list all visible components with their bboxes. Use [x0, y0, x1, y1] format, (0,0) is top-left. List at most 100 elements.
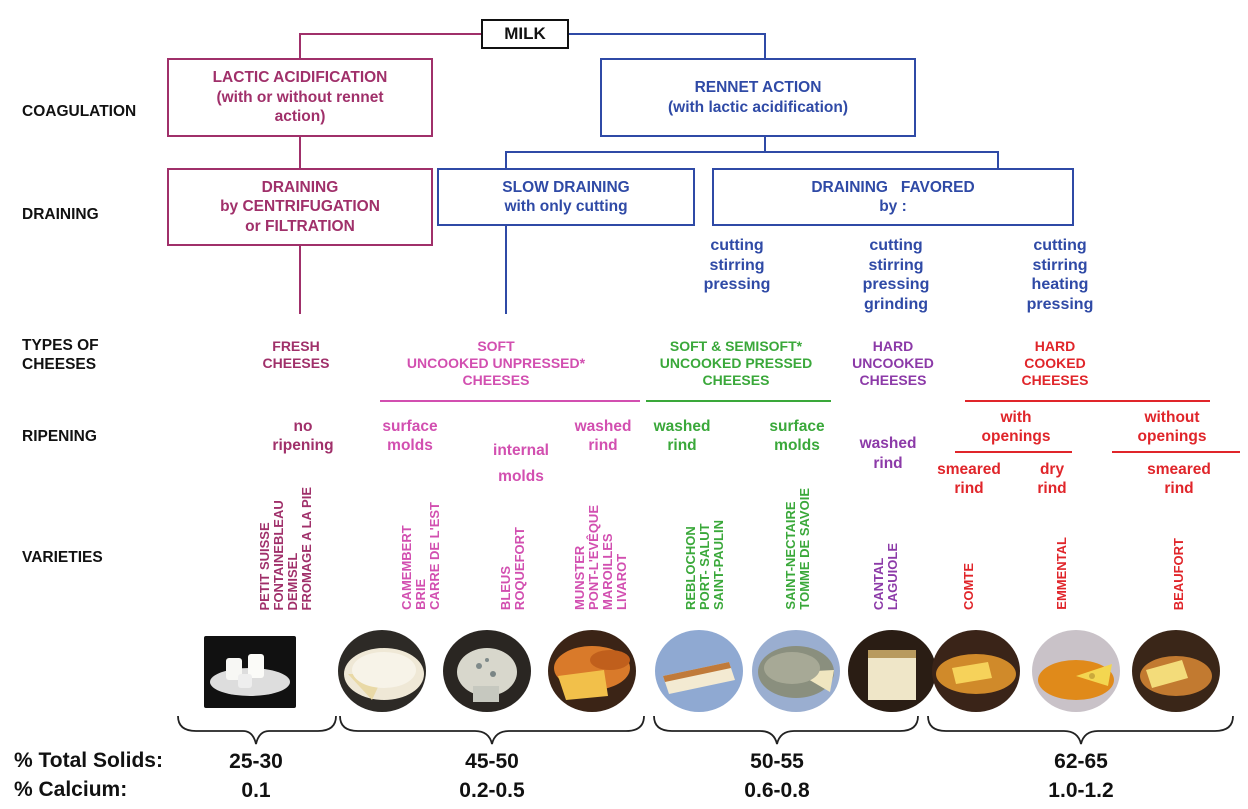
ripening-surface-molds-soft: surface molds [382, 418, 437, 456]
rennet-line1: RENNET ACTION [694, 79, 822, 97]
method-2-line1: cutting [869, 237, 923, 254]
ripening-washed-rind-soft: washed rind [575, 418, 632, 456]
lactic-line3: action) [274, 108, 326, 126]
ripening-sr1-line1: smeared [937, 461, 1001, 478]
ripening-wrh-line1: washed [859, 435, 917, 452]
variety-maroilles: MAROILLES [600, 533, 615, 610]
calcium-label: % Calcium: [14, 778, 128, 801]
variety-roquefort: ROQUEFORT [512, 526, 527, 610]
variety-tomme-de-savoie: TOMME DE SAVOIE [797, 488, 812, 610]
ripening-wo-line1: with [1000, 409, 1032, 426]
type-semisoft-line3: CHEESES [702, 372, 770, 389]
variety-comte-label: COMTE [961, 563, 976, 610]
row-label-draining: DRAINING [22, 206, 99, 223]
ripening-im-line1: internal [493, 442, 549, 459]
variety-saint-paulin: SAINT-PAULIN [711, 519, 726, 610]
ripening-washed-rind-hard: washed rind [860, 434, 917, 474]
varieties-surface-pressed: SAINT-NECTAIRE TOMME DE SAVOIE [783, 488, 812, 610]
variety-fromage-a-la-pie: FROMAGE A LA PIE [299, 486, 314, 611]
draining-favored-box: DRAINING FAVORED by : [712, 168, 1074, 226]
variety-cantal: CANTAL [871, 557, 886, 610]
ripening-wrs-line1: washed [574, 418, 632, 435]
lactic-line2: (with or without rennet [216, 88, 384, 106]
ripening-wrp-line1: washed [653, 418, 711, 435]
comte-photo [932, 630, 1020, 712]
method-3-line4: pressing [1026, 295, 1094, 313]
type-hard-cooked-line3: CHEESES [1021, 372, 1089, 389]
type-semisoft: SOFT & SEMISOFT* UNCOOKED PRESSED CHEESE… [660, 338, 812, 389]
roquefort-photo [443, 630, 531, 712]
variety-livarot: LIVAROT [614, 553, 629, 610]
variety-munster: MUNSTER [572, 545, 587, 610]
ripening-none: no ripening [272, 418, 333, 456]
type-hard-cooked-line2: COOKED [1024, 355, 1086, 372]
draining-favored-line2: by : [879, 198, 907, 215]
type-hard-cooked-line1: HARD [1034, 338, 1076, 354]
ripening-without-openings: without openings [1138, 409, 1207, 447]
type-semisoft-line2: UNCOOKED PRESSED [659, 355, 813, 372]
type-hard-uncooked-line1: HARD [872, 338, 914, 354]
milk-box: MILK [481, 19, 569, 49]
type-fresh-line1: FRESH [272, 338, 320, 354]
row-label-ripening: RIPENING [22, 428, 97, 445]
ripening-sr1-line2: rind [954, 479, 984, 497]
ripening-wrp-line2: rind [667, 436, 697, 454]
ripening-dr-line2: rind [1037, 479, 1067, 497]
draining-method-pressed: cutting stirring pressing [704, 236, 771, 295]
method-3-line1: cutting [1033, 237, 1087, 254]
variety-fontainebleau: FONTAINEBLEAU [271, 499, 286, 610]
ripening-sr2-line1: smeared [1147, 461, 1211, 478]
variety-emmental-label: EMMENTAL [1054, 537, 1069, 610]
varieties-fresh: PETIT SUISSE FONTAINEBLEAU DEMISEL FROMA… [257, 486, 314, 611]
ripening-with-openings: with openings [982, 409, 1051, 447]
varieties-hard-uncooked: CANTAL LAGUIOLE [871, 542, 900, 610]
ripening-sms-line2: molds [387, 436, 433, 454]
type-fresh-line2: CHEESES [262, 355, 330, 372]
row-label-varieties: VARIETIES [22, 549, 103, 566]
centrifugation-line2: by CENTRIFUGATION [220, 198, 380, 216]
ripening-wrs-line2: rind [588, 436, 618, 454]
method-3-line2: stirring [1032, 256, 1088, 274]
method-2-line2: stirring [868, 256, 924, 274]
type-fresh: FRESH CHEESES [263, 338, 330, 372]
varieties-internal-molds: BLEUS ROQUEFORT [498, 526, 527, 610]
type-soft: SOFT UNCOOKED UNPRESSED* CHEESES [407, 338, 585, 389]
row-label-types: TYPES OF CHEESES [22, 337, 99, 374]
ripening-wno-line2: openings [1137, 427, 1207, 445]
variety-laguiole: LAGUIOLE [885, 542, 900, 610]
milk-label: MILK [504, 24, 546, 44]
method-2-line3: pressing [862, 276, 930, 294]
calcium-semisoft: 0.6-0.8 [744, 779, 810, 802]
ripening-surface-molds-pressed: surface molds [769, 418, 824, 456]
ripening-wo-line2: openings [981, 427, 1051, 445]
variety-demisel: DEMISEL [285, 552, 300, 610]
type-soft-line2: UNCOOKED UNPRESSED* [406, 355, 586, 372]
centrifugation-line3: or FILTRATION [245, 217, 355, 235]
draining-centrifugation-box: DRAINING by CENTRIFUGATION or FILTRATION [167, 168, 433, 246]
total-solids-label: % Total Solids: [14, 749, 163, 772]
ripening-sr2-line2: rind [1164, 479, 1194, 497]
ripening-smeared-rind-beaufort: smeared rind [1147, 461, 1211, 499]
method-1-line2: stirring [709, 256, 765, 274]
draining-method-cooked: cutting stirring heating pressing [1027, 236, 1094, 314]
type-soft-line3: CHEESES [462, 372, 530, 389]
solids-hard: 62-65 [1054, 750, 1108, 773]
emmental-photo [1032, 630, 1120, 712]
type-hard-uncooked-line3: CHEESES [859, 372, 927, 389]
type-hard-cooked: HARD COOKED CHEESES [1022, 338, 1089, 389]
type-hard-uncooked: HARD UNCOOKED CHEESES [852, 338, 934, 389]
calcium-fresh: 0.1 [241, 779, 271, 802]
rennet-line2: (with lactic acidification) [668, 98, 848, 116]
centrifugation-line1: DRAINING [261, 178, 339, 196]
variety-camembert: CAMEMBERT [399, 525, 414, 611]
munster-photo [548, 630, 636, 712]
ripening-none-line1: no [293, 418, 313, 435]
variety-petit-suisse: PETIT SUISSE [257, 521, 272, 610]
variety-beaufort: BEAUFORT [1171, 538, 1186, 610]
slow-draining-line1: SLOW DRAINING [502, 178, 630, 196]
draining-method-uncooked: cutting stirring pressing grinding [863, 236, 930, 314]
variety-port-salut: PORT- SALUT [697, 523, 712, 610]
method-2-line4: grinding [864, 295, 928, 313]
ripening-none-line2: ripening [272, 436, 334, 454]
